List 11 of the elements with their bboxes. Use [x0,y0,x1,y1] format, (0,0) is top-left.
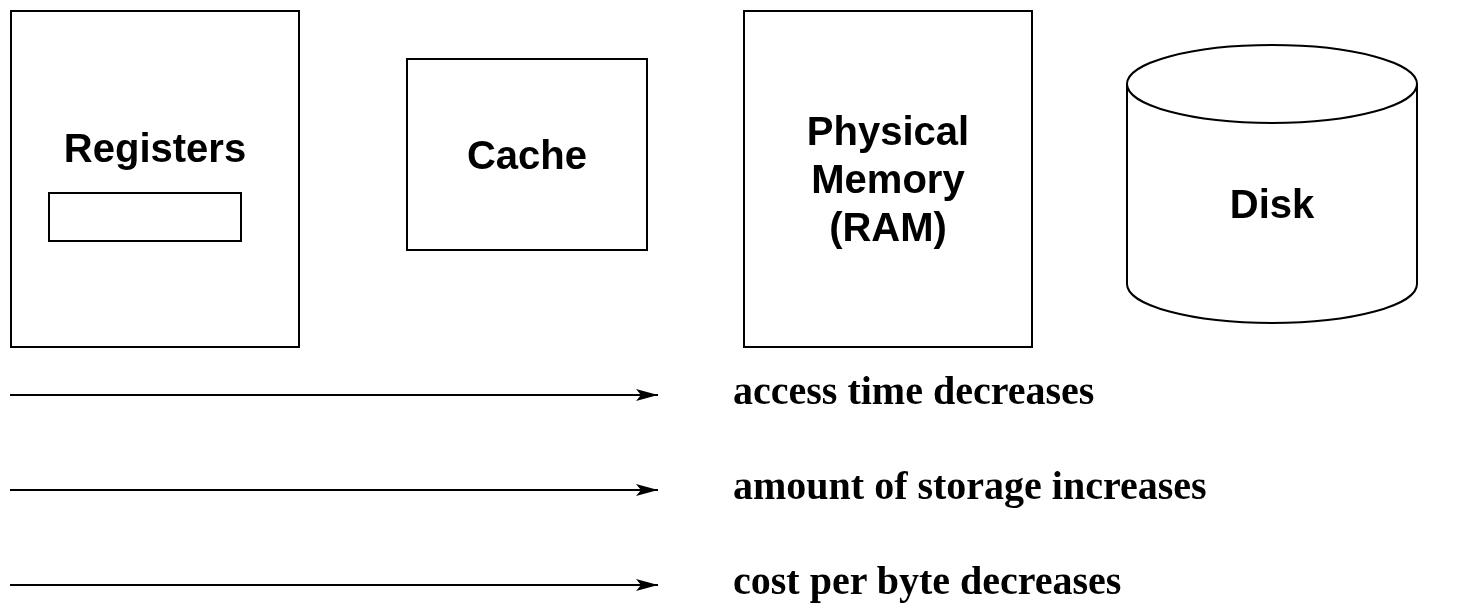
memory-box [743,10,1033,348]
component-label: Cache [466,131,588,179]
component-label: Registers [63,125,247,172]
trend-note: access time decreases [733,371,1095,411]
register-slot [48,192,242,242]
trend-note: cost per byte decreases [733,561,1122,601]
component-label: Physical Memory (RAM) [805,108,971,251]
trend-note: amount of storage increases [733,466,1207,506]
component-label: Disk [1229,181,1315,228]
memory-box [10,10,300,348]
memory-box [406,58,648,251]
